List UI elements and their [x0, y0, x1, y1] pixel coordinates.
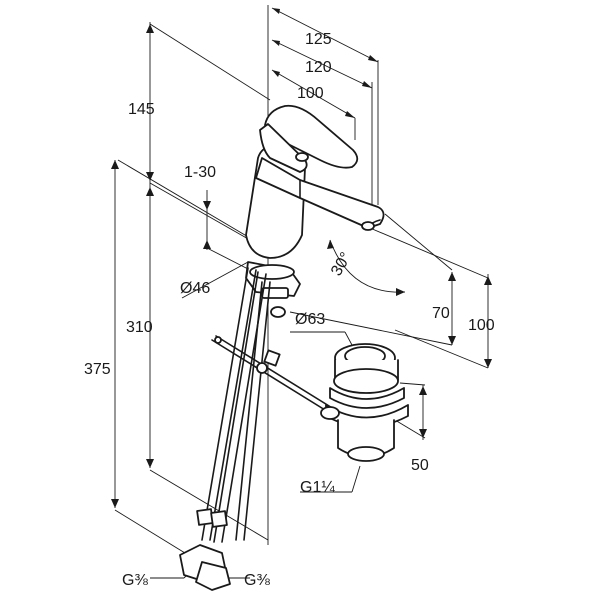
- thread-g1-quarter: G1¼: [300, 479, 335, 496]
- pop-up-drain: [321, 344, 408, 461]
- dim-120: 120: [305, 59, 332, 76]
- thread-g3-8-right: G⅜: [244, 572, 270, 589]
- dim-100-right: 100: [468, 317, 495, 334]
- faucet-body: [246, 106, 384, 258]
- dim-100-top: 100: [297, 85, 324, 102]
- dim-375: 375: [84, 361, 111, 378]
- dim-50: 50: [411, 457, 429, 474]
- dim-125: 125: [305, 31, 332, 48]
- dim-diameter-46: Ø46: [180, 280, 210, 297]
- thread-g3-8-left: G⅜: [122, 572, 148, 589]
- dim-310: 310: [126, 319, 153, 336]
- dim-1-30: 1-30: [184, 164, 216, 181]
- arrowheads: [111, 8, 492, 508]
- dim-145: 145: [128, 101, 155, 118]
- supply-hoses: [180, 268, 270, 590]
- dim-70: 70: [432, 305, 450, 322]
- leader-lines: [150, 262, 360, 578]
- dim-diameter-63: Ø63: [295, 311, 325, 328]
- popup-rod: [212, 336, 342, 418]
- faucet-base: [246, 262, 300, 317]
